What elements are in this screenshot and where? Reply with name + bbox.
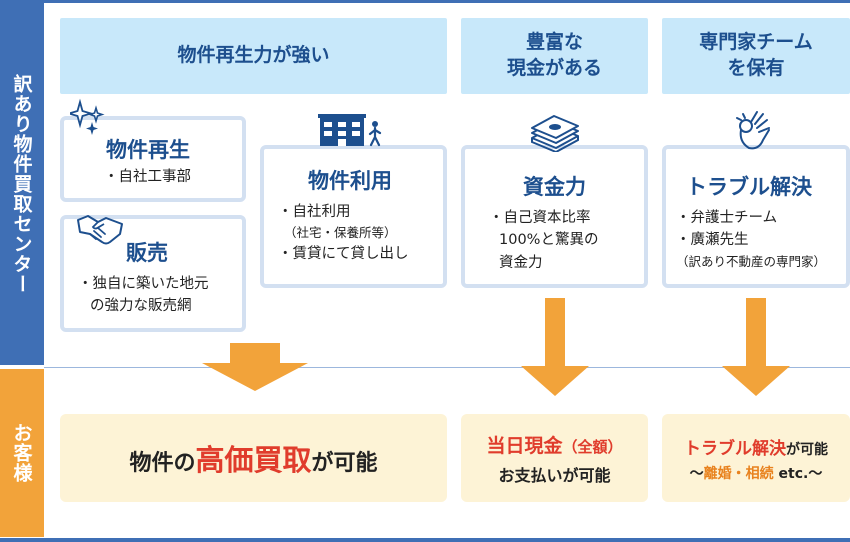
card-use-item-0: ・自社利用 <box>278 204 351 220</box>
result-buy-line: 物件の高価買取が可能 <box>129 437 377 479</box>
card-use-item-2: ・賃貸にて貸し出し <box>278 245 409 262</box>
section-divider <box>44 367 850 368</box>
card-funds-title: 資金力 <box>523 175 586 199</box>
card-sales-items: ・独自に築いた地元 の強力な販売網 <box>78 273 209 318</box>
result-trouble-suffix: が可能 <box>786 441 828 458</box>
result-trouble-line2-pre: 〜 <box>689 465 704 482</box>
card-trouble-item-1: ・廣瀬先生 <box>676 232 749 249</box>
side-label-center-text: 訳あり物件買取センター <box>10 74 33 294</box>
top-border <box>0 0 850 3</box>
card-trouble-item-2: （訳あり不動産の専門家） <box>676 253 827 269</box>
side-label-customer-text: お客様 <box>10 423 33 483</box>
ok-hand-icon <box>736 111 770 150</box>
result-trouble-line2-post: etc.〜 <box>773 465 823 482</box>
card-funds-item-0: ・自己資本比率 <box>489 210 591 226</box>
handshake-icon <box>77 215 123 245</box>
result-trouble-line2-highlight: 離婚・相続 <box>703 465 774 482</box>
bottom-border <box>0 538 850 542</box>
building-icon <box>318 114 382 147</box>
result-buy-highlight: 高価買取 <box>195 443 312 477</box>
card-use: 物件利用 ・自社利用 （社宅・保養所等） ・賃貸にて貸し出し <box>260 145 447 288</box>
card-sales-item-1: の強力な販売網 <box>90 298 192 315</box>
result-cash: 当日現金（全額） お支払いが可能 <box>461 414 648 502</box>
side-label-center: 訳あり物件買取センター <box>0 3 44 365</box>
header-cash-line2: 現金がある <box>506 57 602 79</box>
result-trouble-highlight: トラブル解決 <box>684 438 786 459</box>
header-property-text: 物件再生力が強い <box>177 44 330 67</box>
down-arrow-3 <box>722 298 790 396</box>
result-buy: 物件の高価買取が可能 <box>60 414 447 502</box>
card-funds-item-1: 100%と驚異の <box>499 232 599 249</box>
card-use-item-1: （社宅・保養所等） <box>284 225 397 241</box>
side-label-customer: お客様 <box>0 369 44 537</box>
header-team-line1: 専門家チーム <box>699 31 813 54</box>
header-property: 物件再生力が強い <box>60 18 447 94</box>
result-trouble-line2: 〜離婚・相続 etc.〜 <box>690 463 823 483</box>
result-buy-prefix: 物件の <box>129 451 196 476</box>
card-trouble-item-0: ・弁護士チーム <box>676 210 778 226</box>
header-team: 専門家チーム を保有 <box>662 18 850 94</box>
card-sales-title: 販売 <box>126 241 168 265</box>
card-trouble-items: ・弁護士チーム ・廣瀬先生 （訳あり不動産の専門家） <box>676 207 826 271</box>
card-trouble: トラブル解決 ・弁護士チーム ・廣瀬先生 （訳あり不動産の専門家） <box>662 145 850 288</box>
result-cash-line2: お支払いが可能 <box>498 465 611 485</box>
money-stack-icon <box>531 115 579 152</box>
card-funds-item-2: 資金力 <box>499 254 543 271</box>
sparkle-icon <box>70 98 105 135</box>
header-cash-line1: 豊富な <box>525 31 583 54</box>
card-regeneration-title: 物件再生 <box>106 138 190 162</box>
card-trouble-title: トラブル解決 <box>686 175 812 199</box>
result-buy-suffix: が可能 <box>311 451 378 476</box>
header-team-line2: を保有 <box>727 57 785 79</box>
card-regeneration-item-0: ・自社工事部 <box>104 169 191 185</box>
card-use-title: 物件利用 <box>308 169 392 193</box>
card-sales-item-0: ・独自に築いた地元 <box>78 276 209 292</box>
result-cash-highlight: 当日現金 <box>486 434 563 457</box>
card-funds: 資金力 ・自己資本比率 100%と驚異の 資金力 <box>461 145 648 288</box>
card-sales: 販売 ・独自に築いた地元 の強力な販売網 <box>60 215 246 332</box>
result-cash-paren: （全額） <box>562 437 623 456</box>
header-cash: 豊富な 現金がある <box>461 18 648 94</box>
result-trouble-line1: トラブル解決が可能 <box>684 434 828 459</box>
card-use-items: ・自社利用 （社宅・保養所等） ・賃貸にて貸し出し <box>278 201 409 265</box>
result-trouble: トラブル解決が可能 〜離婚・相続 etc.〜 <box>662 414 850 502</box>
down-arrow-2 <box>521 298 589 396</box>
result-cash-line1: 当日現金（全額） <box>486 431 622 458</box>
down-arrow-1 <box>202 343 308 391</box>
card-funds-items: ・自己資本比率 100%と驚異の 資金力 <box>489 207 598 274</box>
